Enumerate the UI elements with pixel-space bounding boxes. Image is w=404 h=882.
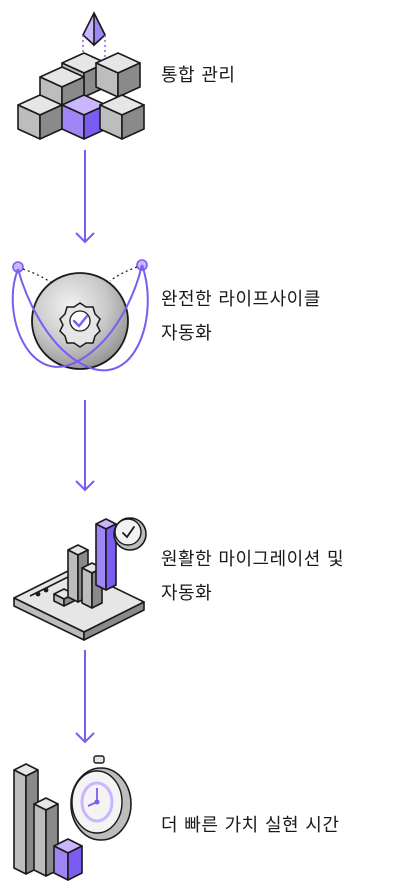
down-arrow-icon bbox=[70, 400, 100, 496]
down-arrow-icon bbox=[70, 650, 100, 748]
step-2-label-line-2: 자동화 bbox=[161, 320, 212, 348]
step-3-label-line-2: 자동화 bbox=[161, 580, 212, 608]
step-4-label: 더 빠른 가치 실현 시간 bbox=[161, 812, 339, 840]
cube-stack-icon bbox=[10, 5, 150, 145]
down-arrow-icon bbox=[70, 150, 100, 250]
server-chart-clock-icon bbox=[10, 510, 155, 640]
orbit-sphere-badge-icon bbox=[10, 255, 155, 400]
step-3-label-line-1: 원활한 마이그레이션 및 bbox=[161, 546, 344, 574]
step-2-label-line-1: 완전한 라이프사이클 bbox=[161, 286, 321, 314]
step-1-label: 통합 관리 bbox=[161, 62, 235, 90]
bars-stopwatch-icon bbox=[10, 752, 135, 882]
